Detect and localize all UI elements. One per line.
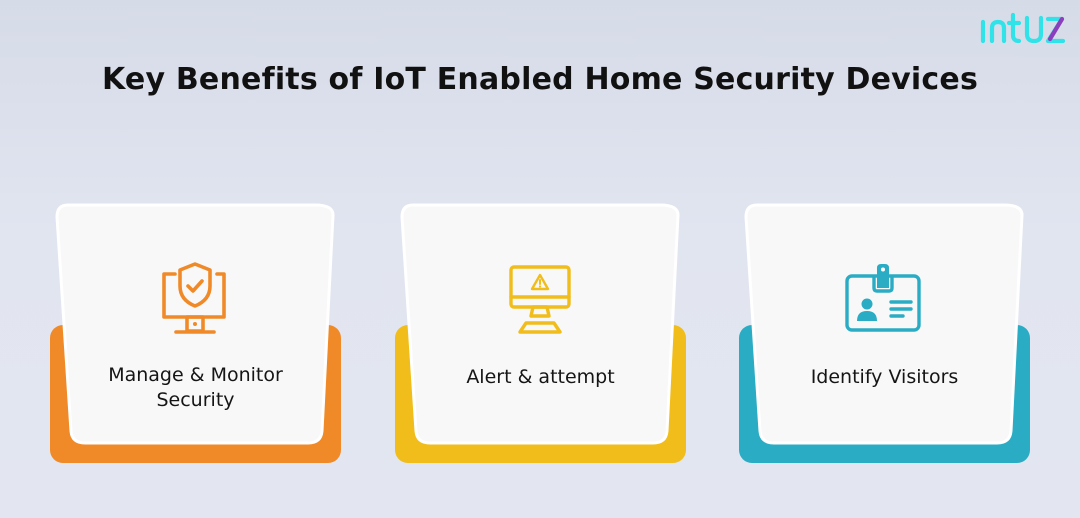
card-label: Manage & Monitor Security — [108, 364, 283, 411]
card-panel — [744, 203, 1024, 445]
card-label: Alert & attempt — [466, 366, 615, 388]
intuz-logo — [978, 6, 1068, 48]
intuz-logo-icon — [980, 12, 1066, 44]
monitor-shield-check-icon — [160, 260, 230, 340]
monitor-warning-icon — [505, 260, 575, 340]
benefit-card-identify-visitors: Identify Visitors — [739, 203, 1030, 465]
benefit-card-manage-monitor: Manage & Monitor Security — [50, 203, 341, 465]
benefit-card-alert: Alert & attempt — [395, 203, 686, 465]
id-badge-icon — [843, 260, 923, 340]
page-title: Key Benefits of IoT Enabled Home Securit… — [101, 62, 979, 97]
card-label: Identify Visitors — [810, 366, 959, 388]
